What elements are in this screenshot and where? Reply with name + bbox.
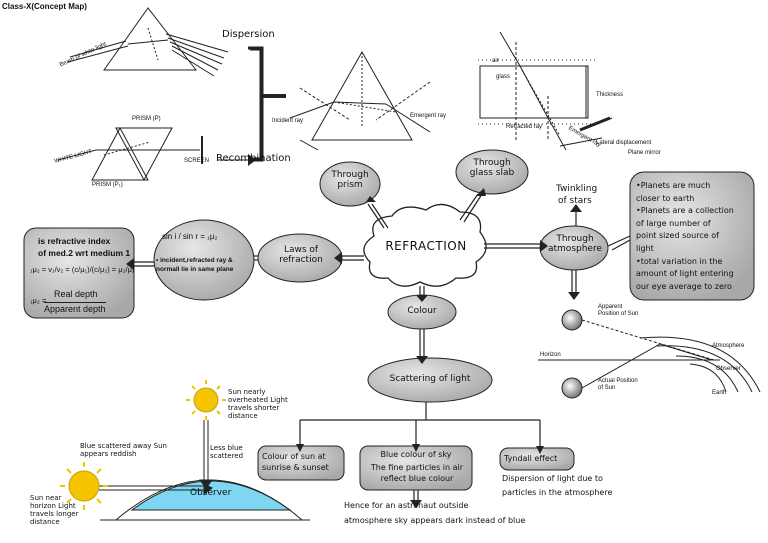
dispersion-prism-diagram: [67, 7, 286, 162]
screen-label: SCREEN: [184, 158, 210, 164]
twinkling-label-2: of stars: [558, 196, 592, 206]
planets-line: light: [636, 243, 654, 253]
sun-overhead-label: Sun nearly overheated Light travels shor…: [228, 388, 288, 420]
prism-p-label: PRISM (P): [132, 116, 161, 122]
snell-law-formula: sin i / sin r = ₁μ₂: [162, 232, 218, 241]
planets-line: amount of light entering: [636, 269, 734, 279]
dispersion-label: Dispersion: [222, 29, 275, 40]
earth-label: Earth: [712, 390, 727, 396]
colour-node: Colour: [407, 306, 437, 316]
horizon-label: Horizon: [540, 352, 561, 358]
emergent-ray-label: Emergent ray: [410, 113, 447, 119]
blue-scattered-label: Blue scattered away Sun appears reddish: [80, 442, 167, 458]
astronaut-text-2: atmosphere sky appears dark instead of b…: [344, 516, 526, 525]
index-box-depth-prefix: ₁μ₂ =: [30, 296, 47, 305]
twinkling-label-1: Twinkling: [556, 184, 598, 194]
glass-slab-diagram: [478, 31, 613, 151]
sun-icon: [68, 387, 219, 502]
through-atmosphere-node: Through atmosphere: [548, 234, 602, 255]
sky-colour-diagram: [98, 420, 310, 521]
recombination-label: Recombination: [216, 153, 291, 164]
real-depth-label: Real depth: [54, 289, 98, 299]
tyndall-effect-box: Tyndall effect: [504, 454, 558, 463]
planets-line: •total variation in the: [636, 256, 723, 266]
through-glass-slab-node: Through glass slab: [469, 158, 515, 179]
connectors: [134, 193, 631, 500]
tyndall-desc-2: particles in the atmosphere: [502, 488, 613, 497]
index-box-line1: is refractive index: [38, 236, 111, 246]
arrow-heads: [126, 154, 582, 508]
glass-label: glass: [496, 74, 511, 80]
planets-line: •Planets are a collection: [636, 206, 734, 216]
laws-of-refraction-node: Laws of refraction: [279, 245, 323, 266]
planets-line: •Planets are much: [636, 181, 711, 190]
recombination-prism-diagram: [57, 126, 262, 182]
blue-sky-title: Blue colour of sky: [380, 450, 452, 459]
index-box-line2: of med.2 wrt medium 1: [38, 248, 131, 258]
index-box-formula: ₁μ₂ = v₁/v₂ = (c/μ₁)/(c/μ₂) = μ₂/μ₁: [30, 265, 135, 274]
tyndall-desc-1: Dispersion of light due to: [502, 474, 603, 483]
refracted-ray-label: Refracted ray: [506, 124, 543, 130]
colour-of-sun-box: Colour of sun at sunrise & sunset: [262, 452, 329, 472]
apparent-position-label: Apparent Position of Sun: [598, 304, 639, 317]
air-label: air: [492, 58, 499, 64]
planets-line: closer to earth: [636, 193, 695, 203]
planets-line: of large number of: [636, 218, 711, 228]
observer-side-label: Observer: [716, 366, 741, 372]
atmosphere-label: Atmosphere: [712, 343, 745, 349]
astronaut-text-1: Hence for an astronaut outside: [344, 501, 469, 510]
apparent-depth-label: Apparent depth: [44, 302, 106, 314]
node-shapes: [23, 149, 755, 491]
sun-horizon-label: Sun near horizon Light travels longer di…: [30, 494, 79, 526]
observer-label: Observer: [190, 488, 232, 498]
refraction-cloud: [363, 203, 487, 287]
actual-position-label: Actual Position of Sun: [598, 378, 638, 391]
lateral-displacement-label: Lateral displacement: [596, 140, 652, 146]
prism-p1-label: PRISM (P₁): [92, 182, 123, 188]
sun-rays: [60, 380, 226, 510]
through-prism-node: Through prism: [331, 170, 369, 191]
page-title: Class-X(Concept Map): [2, 2, 87, 11]
prism-refraction-diagram: [289, 50, 431, 151]
blue-sky-desc: The fine particles in air reflect blue c…: [370, 463, 464, 483]
atmospheric-refraction-diagram: [538, 309, 761, 399]
thickness-label: Thickness: [596, 92, 624, 98]
laws-point: • incident,refracted ray & normall lie i…: [156, 257, 234, 273]
refraction-title: REFRACTION: [385, 239, 467, 253]
planets-line: point sized source of: [636, 231, 719, 241]
plane-mirror-label: Plane mirror: [628, 150, 661, 156]
planets-line: our eye average to zero: [636, 281, 732, 291]
incident-ray-label: Incident ray: [272, 118, 304, 124]
planets-box: •Planets are much closer to earth •Plane…: [636, 180, 734, 293]
scattering-node: Scattering of light: [389, 374, 471, 384]
less-blue-label: Less blue scattered: [210, 444, 244, 460]
